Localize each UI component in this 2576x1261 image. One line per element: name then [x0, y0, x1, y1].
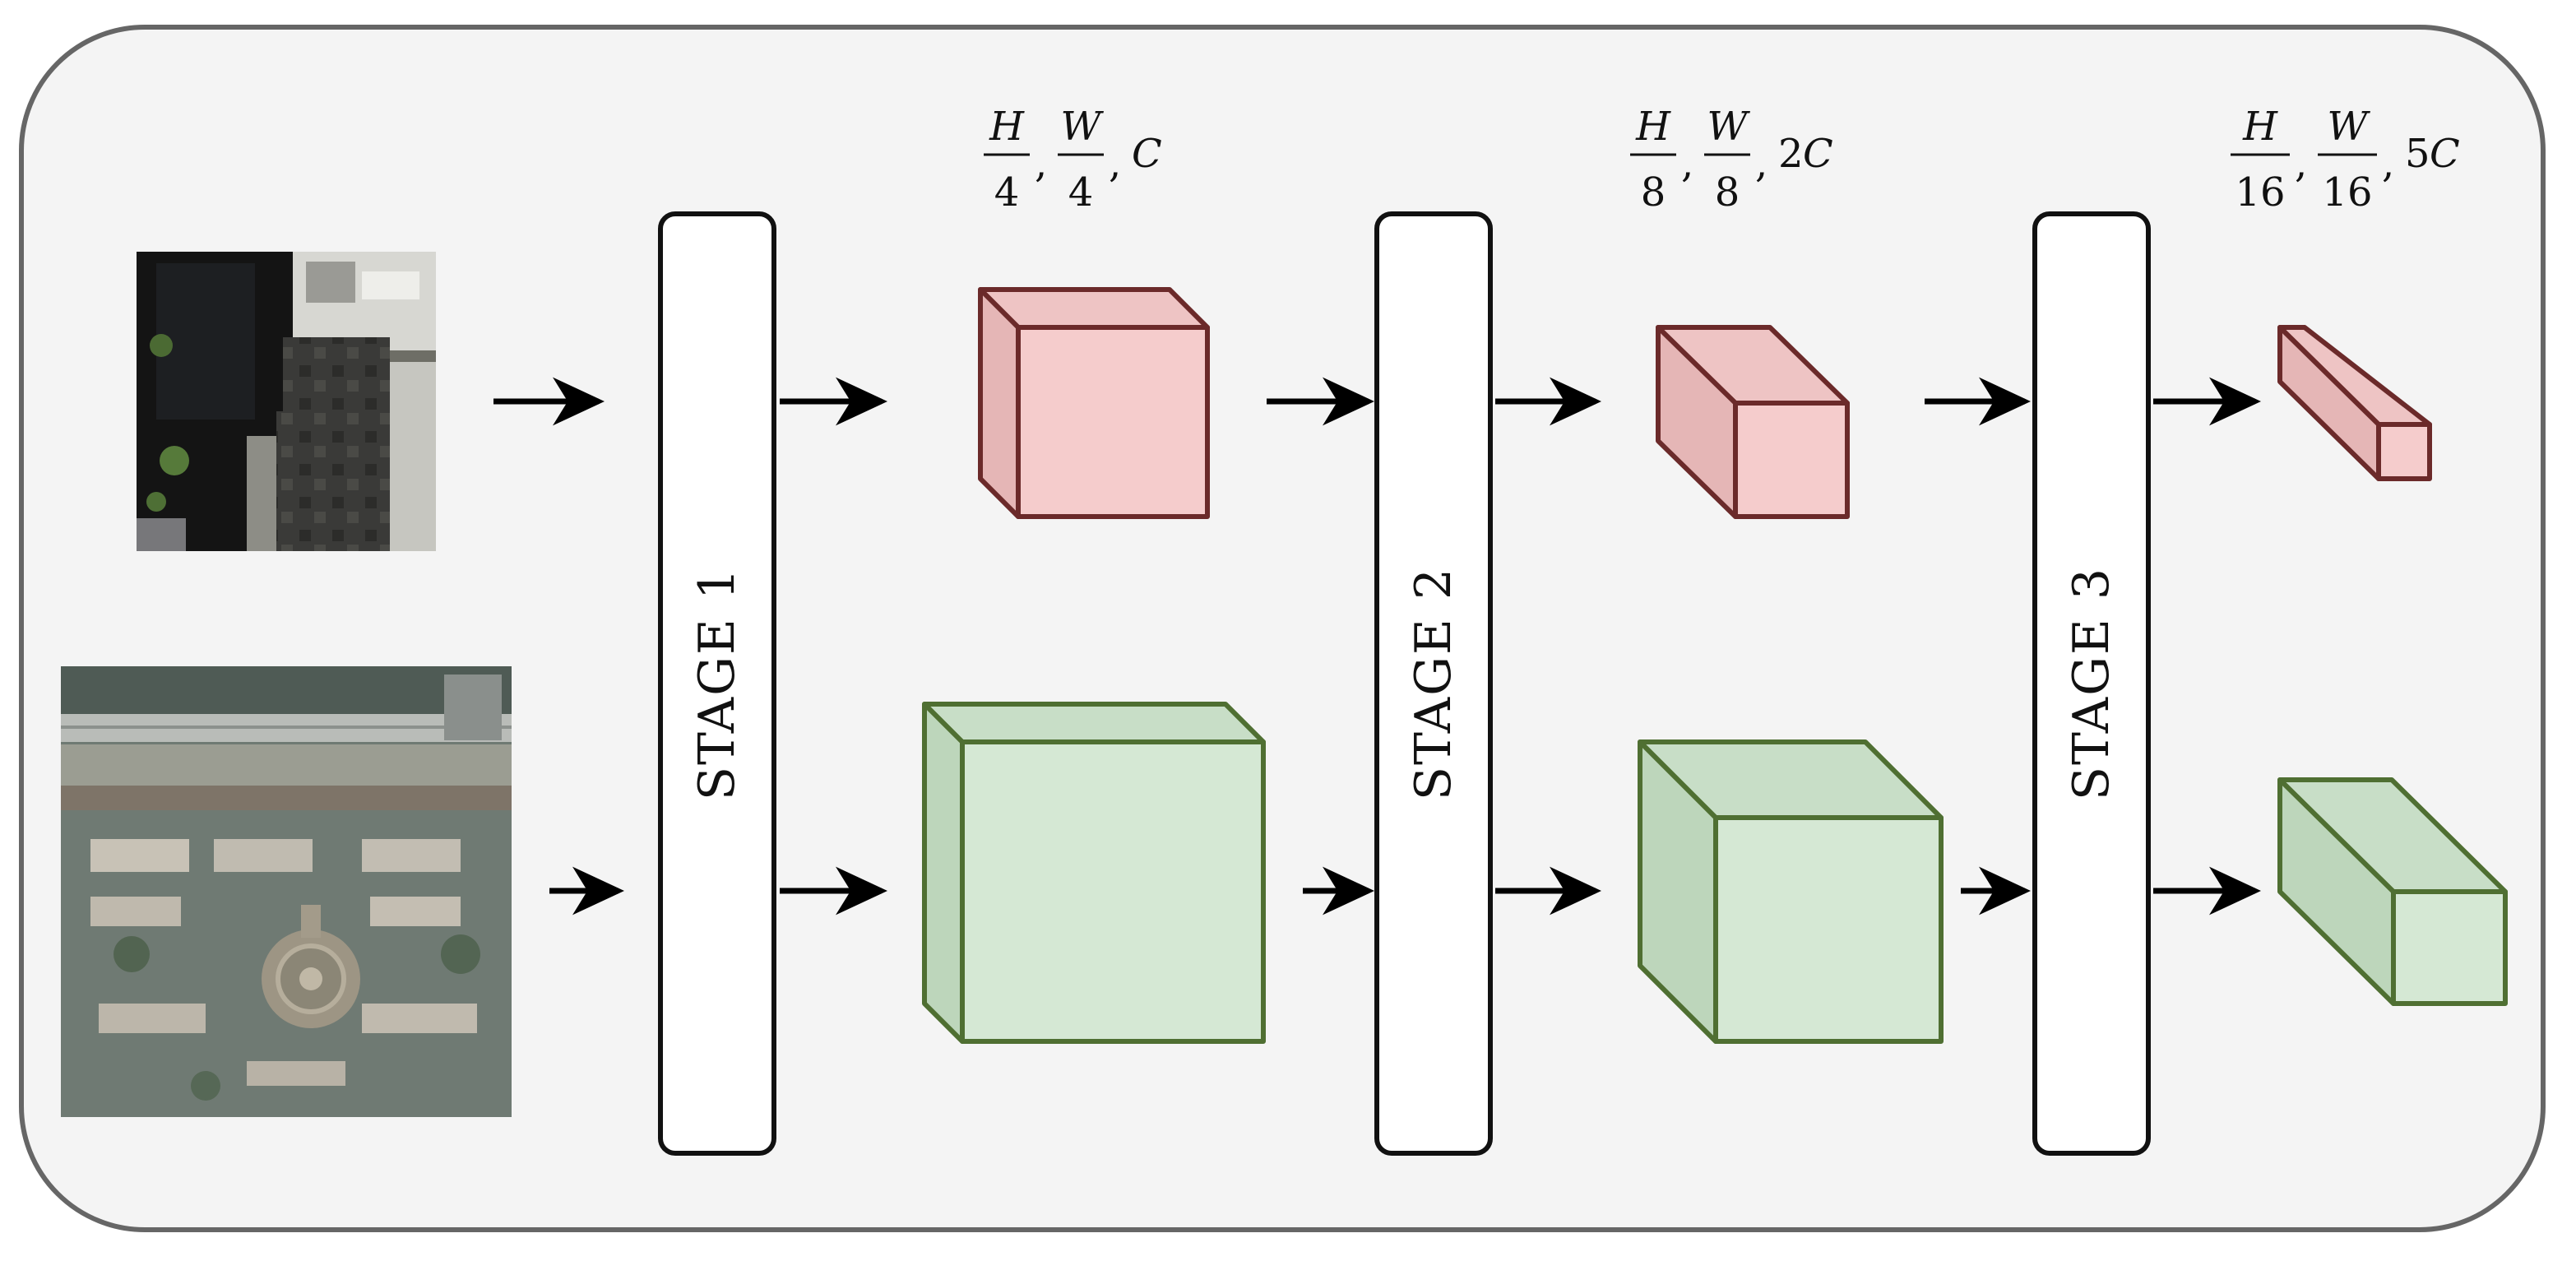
aerial-photo-rooftop-icon	[137, 252, 436, 551]
feature-map-green-stage-3	[2277, 777, 2508, 1006]
dim-2-width-numerator: W	[1707, 104, 1750, 150]
dim-2-channel: C	[1803, 131, 1833, 177]
dim-3-width-numerator: W	[2327, 104, 2370, 150]
dim-2-width-denominator: 8	[1715, 169, 1740, 216]
feature-map-green-stage-2	[1638, 739, 1944, 1044]
stage-2-block: STAGE 2	[1374, 211, 1493, 1156]
feature-map-red-stage-3	[2277, 325, 2432, 481]
feature-map-red-stage-2	[1656, 325, 1850, 519]
stage-3-block: STAGE 3	[2032, 211, 2151, 1156]
dim-2-comma-2: ,	[1755, 141, 1768, 187]
dim-3-channel-coef: 5	[2405, 131, 2430, 177]
dim-2-channel-coef: 2	[1778, 131, 1804, 177]
stage-2-label: STAGE 2	[1405, 567, 1462, 800]
aerial-photo-satellite-icon	[61, 666, 512, 1117]
dim-1-width-numerator: W	[1060, 104, 1104, 150]
feature-map-green-stage-1	[922, 702, 1266, 1044]
dim-2-height-numerator: H	[1635, 104, 1671, 150]
dim-2-comma-1: ,	[1681, 141, 1693, 187]
dim-1-height-denominator: 4	[994, 169, 1020, 216]
dim-1-height-numerator: H	[989, 104, 1025, 150]
dim-3-comma-2: ,	[2382, 141, 2394, 187]
dim-1-comma-2: ,	[1109, 141, 1121, 187]
dim-2-height-denominator: 8	[1641, 169, 1666, 216]
stage-1-block: STAGE 1	[658, 211, 776, 1156]
dim-3-height-denominator: 16	[2235, 169, 2285, 216]
feature-map-red-stage-1	[978, 287, 1210, 519]
dim-3-comma-1: ,	[2295, 141, 2307, 187]
dim-1-channel: C	[1132, 131, 1162, 177]
dim-1-comma-1: ,	[1035, 141, 1047, 187]
dim-1-width-denominator: 4	[1068, 169, 1094, 216]
stage-3-label: STAGE 3	[2063, 567, 2120, 800]
dim-3-height-numerator: H	[2242, 104, 2278, 150]
dim-3-width-denominator: 16	[2322, 169, 2372, 216]
dim-3-channel: C	[2430, 131, 2460, 177]
stage-1-label: STAGE 1	[688, 567, 746, 800]
